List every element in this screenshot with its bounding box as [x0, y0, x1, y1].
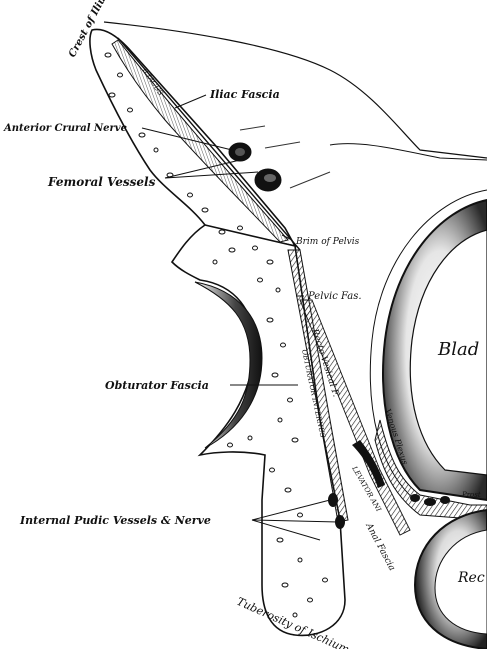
label-obturator-fascia: Obturator Fascia: [105, 379, 209, 392]
fascia-dashes: [240, 126, 330, 188]
label-femoral-vessels: Femoral Vessels: [47, 175, 156, 189]
label-bladder: Blad: [437, 339, 479, 360]
label-iliac-fascia: Iliac Fascia: [209, 88, 280, 101]
label-brim-of-pelvis: Brim of Pelvis: [295, 237, 360, 247]
peritoneum-curve: [330, 144, 487, 160]
label-internal-pudic-vessels-nerve: Internal Pudic Vessels & Nerve: [19, 514, 211, 527]
label-pelvic-fascia: Pelvic Fas.: [307, 291, 362, 302]
label-anterior-crural-nerve: Anterior Crural Nerve: [3, 123, 127, 134]
label-rectum: Rec: [457, 570, 485, 586]
label-prostate-fragment: Prost: [461, 491, 481, 499]
label-anal-fascia: Anal Fascia: [363, 521, 397, 573]
